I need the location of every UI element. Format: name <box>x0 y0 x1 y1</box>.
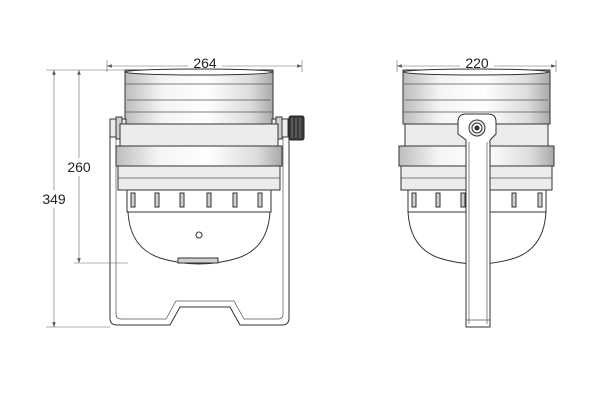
side-width-label: 220 <box>465 55 489 71</box>
body-height-label: 260 <box>67 159 91 175</box>
front-view: 264 260 349 <box>39 55 305 328</box>
side-view: 220 <box>396 55 557 328</box>
locking-knob-icon <box>288 115 305 141</box>
total-height-dimension: 349 <box>39 69 110 328</box>
front-width-label: 264 <box>193 55 217 71</box>
front-yoke-bracket <box>109 125 290 326</box>
side-width-dimension: 220 <box>396 55 557 72</box>
side-vent-slots <box>411 192 543 208</box>
front-vent-slots <box>130 192 263 208</box>
front-housing-dome <box>127 211 271 265</box>
front-width-dimension: 264 <box>106 55 303 72</box>
front-top-bezel <box>124 68 274 125</box>
body-height-dimension: 260 <box>64 69 128 264</box>
total-height-label: 349 <box>42 191 66 207</box>
front-collar <box>115 123 283 173</box>
front-vent-band <box>117 165 281 213</box>
pivot-bolt-icon <box>468 119 486 137</box>
side-yoke-arm <box>457 113 497 328</box>
